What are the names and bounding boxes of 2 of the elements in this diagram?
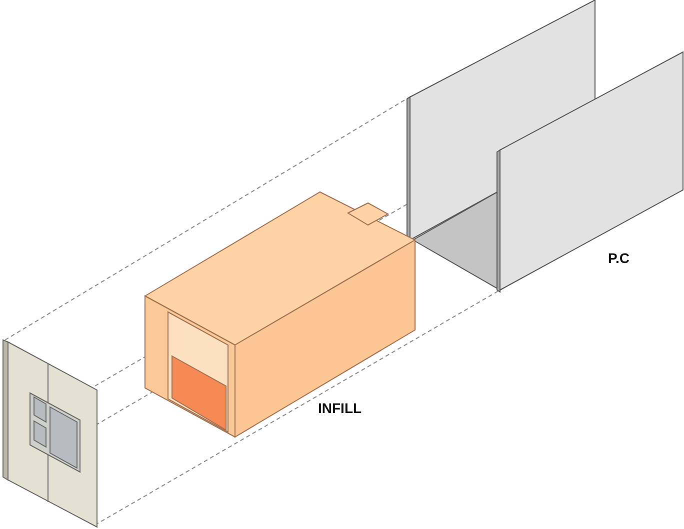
part-label: P.C xyxy=(608,250,630,266)
part-label: INFILL xyxy=(318,400,362,416)
